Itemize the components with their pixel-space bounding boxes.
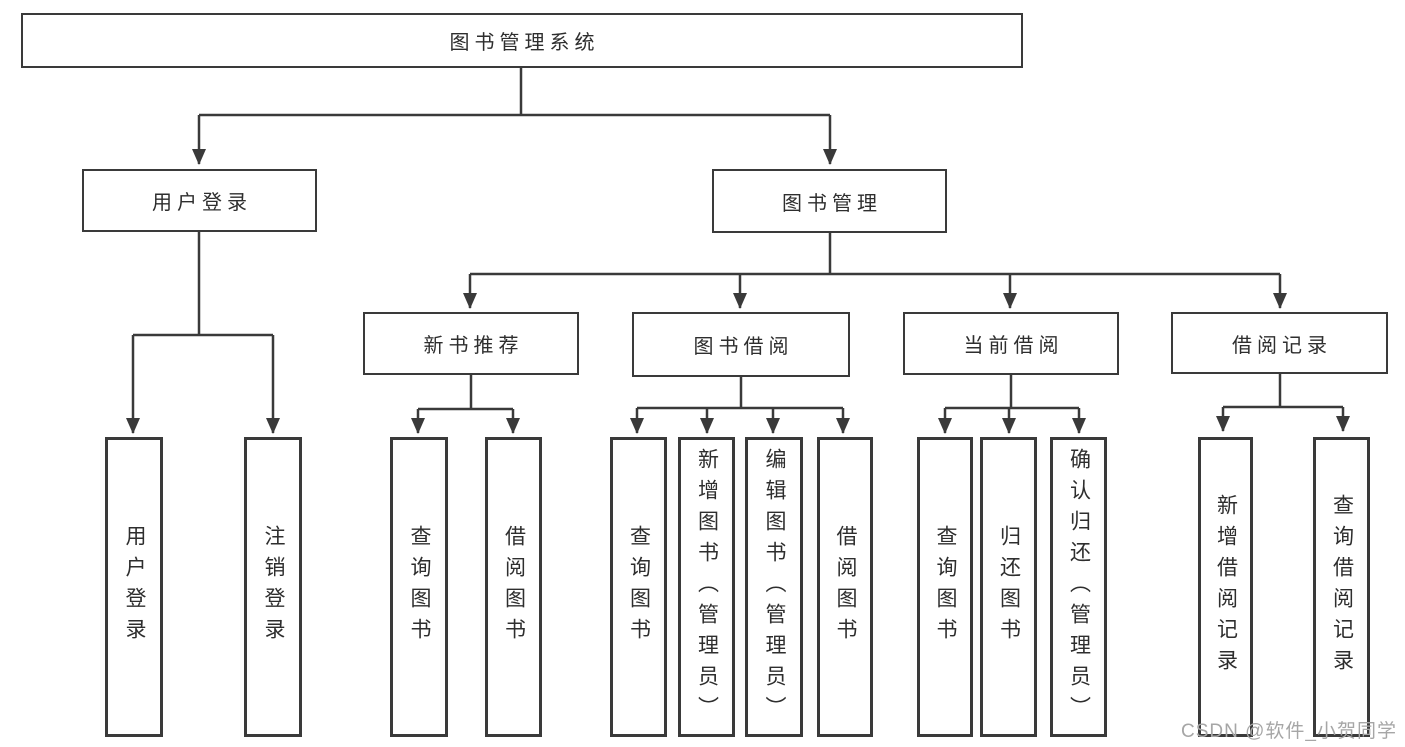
- connector-lines: [126, 66, 1350, 434]
- leaf-cb-return-books: 归还图书: [980, 437, 1037, 737]
- node-new-book-recommend-label: 新书推荐: [423, 335, 524, 357]
- leaf-br-add-record: 新增借阅记录: [1198, 437, 1253, 737]
- leaf-nbr-query-books: 查询图书: [390, 437, 448, 737]
- node-borrow-records: 借阅记录: [1171, 312, 1388, 374]
- node-borrow-records-label: 借阅记录: [1232, 334, 1332, 357]
- leaf-nbr-query-books-label: 查询图书: [408, 525, 431, 649]
- node-root: 图书管理系统: [21, 13, 1023, 68]
- leaf-logout-label: 注销登录: [262, 525, 285, 649]
- leaf-cb-query-books-label: 查询图书: [934, 525, 957, 649]
- node-book-borrow: 图书借阅: [632, 312, 850, 377]
- node-root-label: 图书管理系统: [449, 32, 600, 54]
- leaf-logout: 注销登录: [244, 437, 302, 737]
- node-current-borrow: 当前借阅: [903, 312, 1119, 375]
- node-user-login: 用户登录: [82, 169, 317, 232]
- leaf-bb-borrow-books-label: 借阅图书: [834, 525, 857, 649]
- leaf-user-login: 用户登录: [105, 437, 163, 737]
- node-user-login-label: 用户登录: [152, 192, 252, 214]
- leaf-bb-query-books-label: 查询图书: [627, 525, 651, 649]
- leaf-bb-edit-books-admin-label: 编辑图书（管理员）: [763, 447, 786, 727]
- leaf-br-query-record: 查询借阅记录: [1313, 437, 1370, 737]
- leaf-nbr-borrow-books: 借阅图书: [485, 437, 542, 737]
- leaf-bb-edit-books-admin: 编辑图书（管理员）: [745, 437, 803, 737]
- leaf-cb-query-books: 查询图书: [917, 437, 973, 737]
- leaf-bb-query-books: 查询图书: [610, 437, 667, 737]
- node-book-borrow-label: 图书借阅: [693, 336, 794, 358]
- node-new-book-recommend: 新书推荐: [363, 312, 579, 375]
- leaf-bb-borrow-books: 借阅图书: [817, 437, 873, 737]
- node-book-management-label: 图书管理: [782, 192, 882, 215]
- leaf-bb-add-books-admin-label: 新增图书（管理员）: [695, 447, 719, 727]
- leaf-br-query-record-label: 查询借阅记录: [1330, 494, 1354, 680]
- leaf-user-login-label: 用户登录: [123, 525, 146, 649]
- csdn-watermark: CSDN @软件_小贺同学: [1181, 721, 1397, 742]
- node-current-borrow-label: 当前借阅: [963, 335, 1064, 357]
- node-book-management: 图书管理: [712, 169, 947, 233]
- leaf-br-add-record-label: 新增借阅记录: [1214, 494, 1238, 680]
- leaf-cb-confirm-return-admin: 确认归还（管理员）: [1050, 437, 1107, 737]
- leaf-cb-confirm-return-admin-label: 确认归还（管理员）: [1067, 447, 1091, 727]
- leaf-bb-add-books-admin: 新增图书（管理员）: [678, 437, 735, 737]
- leaf-nbr-borrow-books-label: 借阅图书: [502, 525, 526, 649]
- leaf-cb-return-books-label: 归还图书: [997, 525, 1021, 649]
